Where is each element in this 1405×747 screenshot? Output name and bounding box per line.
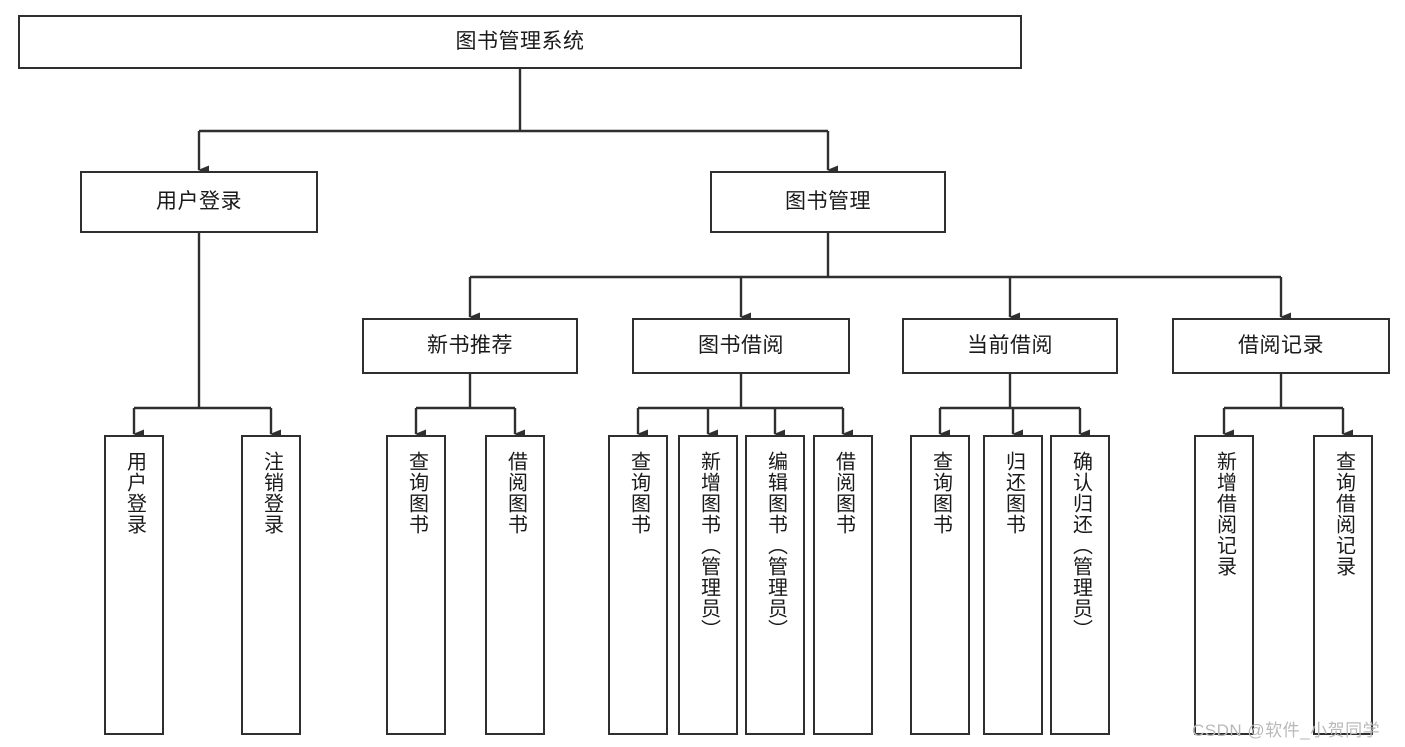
leaf-borrow-book-rec-label: 借阅图书 xyxy=(504,451,527,535)
leaf-edit-book-admin-label: 编辑图书（管理员） xyxy=(764,451,787,640)
leaf-return-book[interactable]: 归还图书 xyxy=(983,435,1043,735)
node-book-borrow-label: 图书借阅 xyxy=(698,333,784,357)
leaf-add-borrow-record-label: 新增借阅记录 xyxy=(1213,451,1236,577)
leaf-query-book-label: 查询图书 xyxy=(627,451,650,535)
node-current-borrow-label: 当前借阅 xyxy=(967,333,1053,357)
leaf-query-book[interactable]: 查询图书 xyxy=(608,435,668,735)
node-book-borrow[interactable]: 图书借阅 xyxy=(632,318,850,374)
leaf-borrow-book-label: 借阅图书 xyxy=(832,451,855,535)
leaf-return-book-label: 归还图书 xyxy=(1002,451,1025,535)
leaf-query-book-current[interactable]: 查询图书 xyxy=(910,435,970,735)
leaf-user-login-label: 用户登录 xyxy=(123,451,146,535)
leaf-query-book-rec[interactable]: 查询图书 xyxy=(386,435,446,735)
node-book-management[interactable]: 图书管理 xyxy=(710,171,946,233)
node-borrow-record-label: 借阅记录 xyxy=(1238,333,1324,357)
node-user-login[interactable]: 用户登录 xyxy=(80,171,318,233)
leaf-query-book-rec-label: 查询图书 xyxy=(405,451,428,535)
leaf-confirm-return-admin-label: 确认归还（管理员） xyxy=(1069,451,1092,640)
node-borrow-record[interactable]: 借阅记录 xyxy=(1172,318,1390,374)
leaf-logout-label: 注销登录 xyxy=(260,451,283,535)
leaf-add-borrow-record[interactable]: 新增借阅记录 xyxy=(1194,435,1254,735)
node-root-label: 图书管理系统 xyxy=(455,29,585,53)
leaf-logout[interactable]: 注销登录 xyxy=(241,435,301,735)
leaf-add-book-admin[interactable]: 新增图书（管理员） xyxy=(678,435,738,735)
node-new-book-recommend[interactable]: 新书推荐 xyxy=(362,318,578,374)
leaf-edit-book-admin[interactable]: 编辑图书（管理员） xyxy=(745,435,805,735)
leaf-borrow-book-rec[interactable]: 借阅图书 xyxy=(485,435,545,735)
leaf-user-login[interactable]: 用户登录 xyxy=(104,435,164,735)
node-new-book-recommend-label: 新书推荐 xyxy=(427,333,513,357)
leaf-confirm-return-admin[interactable]: 确认归还（管理员） xyxy=(1050,435,1110,735)
leaf-query-borrow-record[interactable]: 查询借阅记录 xyxy=(1313,435,1373,735)
node-user-login-label: 用户登录 xyxy=(156,189,242,213)
leaf-add-book-admin-label: 新增图书（管理员） xyxy=(697,451,720,640)
node-current-borrow[interactable]: 当前借阅 xyxy=(902,318,1118,374)
node-book-management-label: 图书管理 xyxy=(785,189,871,213)
node-root[interactable]: 图书管理系统 xyxy=(18,15,1022,69)
leaf-query-borrow-record-label: 查询借阅记录 xyxy=(1332,451,1355,577)
leaf-query-book-current-label: 查询图书 xyxy=(929,451,952,535)
leaf-borrow-book[interactable]: 借阅图书 xyxy=(813,435,873,735)
